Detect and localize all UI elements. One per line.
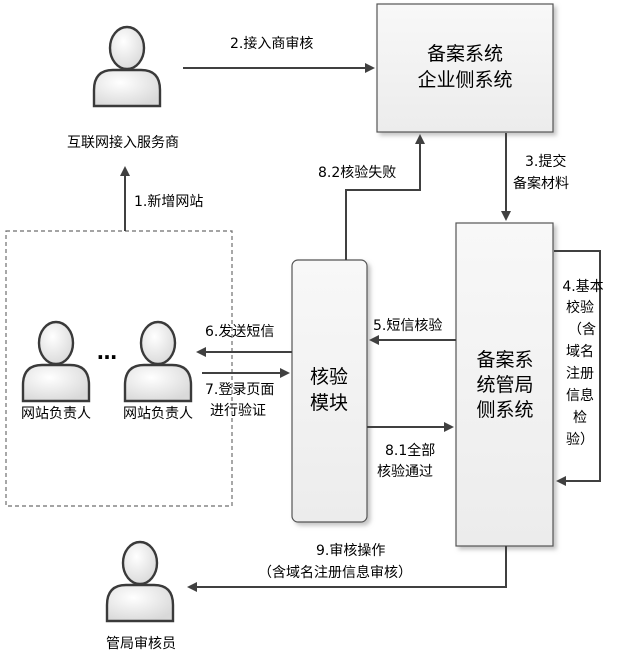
step4-line5: 注册: [566, 366, 594, 382]
verification-module-line2: 模块: [310, 392, 348, 414]
step3-line2: 备案材料: [513, 175, 569, 192]
ellipsis-label: …: [97, 340, 117, 364]
step4-line6: 信息: [566, 387, 594, 404]
bureau-system-line3: 侧系统: [476, 399, 533, 421]
bureau-system-line1: 备案系: [476, 349, 533, 371]
site-owners-group: [5, 230, 233, 507]
arrow-step4: [554, 250, 601, 486]
step9-line2: （含域名注册信息审核）: [258, 564, 412, 581]
step2-label: 2.接入商审核: [230, 35, 313, 52]
site-owner-2-icon: [123, 320, 193, 403]
bureau-system-box: [455, 222, 554, 547]
enterprise-system-line2: 企业侧系统: [417, 69, 512, 91]
step4-line3: （含: [568, 322, 596, 338]
step4-line7: 检: [573, 410, 587, 426]
verification-module-box: [291, 259, 368, 523]
step9-line1: 9.审核操作: [316, 543, 385, 559]
step4-line8: 验）: [566, 432, 594, 448]
step4-line4: 域名: [566, 344, 594, 360]
step7-line2: 进行验证: [210, 403, 266, 419]
verification-module-line1: 核验: [310, 366, 348, 388]
auditor-person-icon: [105, 540, 175, 623]
step4-line2: 校验: [566, 299, 594, 316]
step8-1-line1: 8.1全部: [385, 442, 435, 459]
arrow-step8-2: [345, 134, 425, 260]
step5-label: 5.短信核验: [373, 318, 442, 334]
auditor-label: 管局审核员: [106, 636, 176, 652]
step7-line1: 7.登录页面: [205, 382, 274, 398]
enterprise-system-box: [376, 3, 554, 133]
bureau-system-line2: 统管局: [476, 374, 533, 396]
site-owner-1-label: 网站负责人: [21, 406, 91, 422]
step8-2-label: 8.2核验失败: [318, 165, 396, 181]
site-owner-2-label: 网站负责人: [123, 406, 193, 422]
step6-label: 6.发送短信: [205, 324, 274, 340]
site-owner-1-icon: [21, 320, 91, 403]
isp-person-icon: [92, 25, 162, 108]
step8-1-line2: 核验通过: [377, 464, 433, 480]
arrow-step9: [187, 546, 507, 592]
step4-line1: 4.基本: [562, 278, 603, 295]
step3-line1: 3.提交: [525, 153, 566, 170]
enterprise-system-line1: 备案系统: [427, 43, 503, 65]
step1-label: 1.新增网站: [134, 194, 203, 210]
isp-label: 互联网接入服务商: [67, 134, 179, 151]
